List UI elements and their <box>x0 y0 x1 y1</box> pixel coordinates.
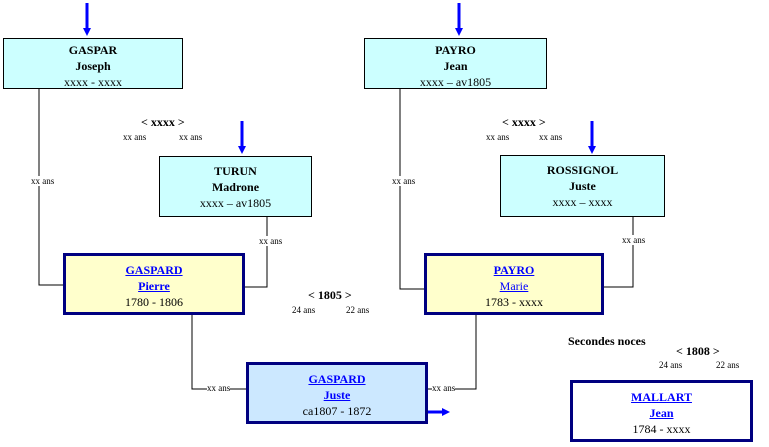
marriage-age-left: xx ans <box>123 132 147 142</box>
line-rossignol-to-marie <box>603 217 634 288</box>
person-firstname-link[interactable]: Marie <box>499 279 529 293</box>
person-box-rossignol-juste: ROSSIGNOL Juste xxxx – xxxx <box>500 155 665 217</box>
marriage-age-right: xx ans <box>539 132 563 142</box>
person-box-mallart-jean[interactable]: MALLART Jean 1784 - xxxx <box>570 380 753 442</box>
person-dates: 1784 - xxxx <box>632 422 691 436</box>
line-label: xx ans <box>392 176 416 186</box>
person-firstname-link[interactable]: Jean <box>649 406 674 420</box>
line-pierre-to-juste <box>191 315 248 390</box>
marriage-date: < xxxx > <box>502 115 546 129</box>
line-label: xx ans <box>259 236 283 246</box>
person-box-payro-jean: PAYRO Jean xxxx – av1805 <box>364 38 547 89</box>
person-surname-link[interactable]: GASPARD <box>308 372 366 386</box>
marriage-age-left: 24 ans <box>659 360 683 370</box>
person-surname: PAYRO <box>435 43 476 57</box>
marriage-age-right: xx ans <box>179 132 203 142</box>
person-surname: ROSSIGNOL <box>546 163 619 177</box>
marriage-date: < xxxx > <box>141 115 185 129</box>
marriage-age-left: 24 ans <box>292 305 316 315</box>
person-surname: TURUN <box>214 164 257 178</box>
marriage-note: Secondes noces <box>568 334 646 348</box>
marriage-age-right: 22 ans <box>716 360 740 370</box>
line-turun-to-pierre <box>244 217 268 288</box>
person-box-gaspar-joseph: GASPAR Joseph xxxx - xxxx <box>3 38 183 89</box>
marriage-date: < 1805 > <box>308 288 352 302</box>
person-box-gaspard-juste[interactable]: GASPARD Juste ca1807 - 1872 <box>246 362 428 424</box>
line-label: xx ans <box>622 235 646 245</box>
line-label: xx ans <box>207 383 231 393</box>
person-firstname-link[interactable]: Juste <box>323 388 351 402</box>
person-firstname: Madrone <box>211 180 260 194</box>
person-dates: 1780 - 1806 <box>125 295 183 309</box>
person-dates: ca1807 - 1872 <box>302 404 372 418</box>
person-firstname-link[interactable]: Pierre <box>138 279 170 293</box>
marriage-age-right: 22 ans <box>346 305 370 315</box>
person-surname-link[interactable]: PAYRO <box>493 263 535 277</box>
person-firstname: Joseph <box>75 59 111 73</box>
marriage-date: < 1808 > <box>676 344 720 358</box>
person-surname-link[interactable]: MALLART <box>631 390 692 404</box>
person-dates: xxxx – av1805 <box>419 75 492 89</box>
person-box-gaspard-pierre[interactable]: GASPARD Pierre 1780 - 1806 <box>63 253 245 315</box>
person-firstname: Jean <box>443 59 468 73</box>
person-box-turun-madrone: TURUN Madrone xxxx – av1805 <box>159 156 312 217</box>
line-marie-to-juste <box>428 315 477 390</box>
person-surname-link[interactable]: GASPARD <box>125 263 183 277</box>
person-dates: xxxx - xxxx <box>64 75 122 89</box>
line-gaspar-to-pierre <box>38 89 65 286</box>
person-firstname: Juste <box>569 179 596 193</box>
person-dates: xxxx – av1805 <box>199 196 272 210</box>
line-payro-to-marie <box>399 89 426 290</box>
line-label: xx ans <box>432 383 456 393</box>
person-surname: GASPAR <box>68 43 118 57</box>
marriage-age-left: xx ans <box>486 132 510 142</box>
person-box-payro-marie[interactable]: PAYRO Marie 1783 - xxxx <box>424 253 604 315</box>
line-label: xx ans <box>31 176 55 186</box>
person-dates: 1783 - xxxx <box>485 295 543 309</box>
person-dates: xxxx – xxxx <box>552 195 613 209</box>
